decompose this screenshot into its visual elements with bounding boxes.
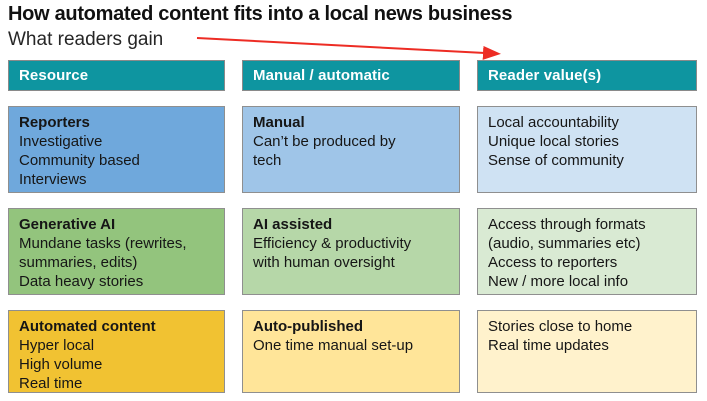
cell-line: Local accountability — [488, 114, 619, 131]
cell-line: tech — [253, 152, 282, 169]
column-header-reader-values: Reader value(s) — [477, 60, 697, 91]
cell-line: High volume — [19, 356, 103, 373]
cell-ai-reader-values: Access through formats (audio, summaries… — [477, 208, 697, 295]
cell-line: Unique local stories — [488, 133, 619, 150]
cell-ai-assisted: AI assisted Efficiency & productivity wi… — [242, 208, 460, 295]
cell-generative-ai: Generative AI Mundane tasks (rewrites, s… — [8, 208, 225, 295]
column-header-resource: Resource — [8, 60, 225, 91]
cell-heading: AI assisted — [253, 216, 333, 233]
cell-automated-content: Automated content Hyper local High volum… — [8, 310, 225, 393]
cell-manual-reader-values: Local accountability Unique local storie… — [477, 106, 697, 193]
cell-line: Sense of community — [488, 152, 624, 169]
table-grid: Resource Manual / automatic Reader value… — [8, 60, 697, 393]
cell-line: with human oversight — [253, 254, 395, 271]
cell-line: New / more local info — [488, 273, 629, 290]
cell-line: Data heavy stories — [19, 273, 144, 290]
cell-auto-published: Auto-published One time manual set-up — [242, 310, 460, 393]
cell-heading: Manual — [253, 114, 305, 131]
cell-line: One time manual set-up — [253, 337, 414, 354]
cell-line: Can’t be produced by — [253, 133, 396, 150]
page-title: How automated content fits into a local … — [8, 3, 513, 25]
cell-line: Community based — [19, 152, 140, 169]
cell-line: Real time — [19, 375, 83, 392]
cell-line: Interviews — [19, 171, 87, 188]
cell-line: Real time updates — [488, 337, 609, 354]
cell-line: Stories close to home — [488, 318, 633, 335]
cell-line: summaries, edits) — [19, 254, 138, 271]
cell-heading: Auto-published — [253, 318, 363, 335]
cell-line: Access through formats — [488, 216, 646, 233]
cell-line: Mundane tasks (rewrites, — [19, 235, 187, 252]
cell-heading: Automated content — [19, 318, 156, 335]
page-subtitle: What readers gain — [8, 29, 164, 50]
cell-line: Hyper local — [19, 337, 95, 354]
cell-automated-reader-values: Stories close to home Real time updates — [477, 310, 697, 393]
cell-line: Efficiency & productivity — [253, 235, 412, 252]
cell-line: Investigative — [19, 133, 103, 150]
cell-line: (audio, summaries etc) — [488, 235, 641, 252]
arrow-line — [196, 37, 501, 60]
cell-line: Access to reporters — [488, 254, 618, 271]
cell-manual: Manual Can’t be produced by tech — [242, 106, 460, 193]
cell-reporters: Reporters Investigative Community based … — [8, 106, 225, 193]
cell-heading: Generative AI — [19, 216, 116, 233]
column-header-manual-automatic: Manual / automatic — [242, 60, 460, 91]
cell-heading: Reporters — [19, 114, 90, 131]
